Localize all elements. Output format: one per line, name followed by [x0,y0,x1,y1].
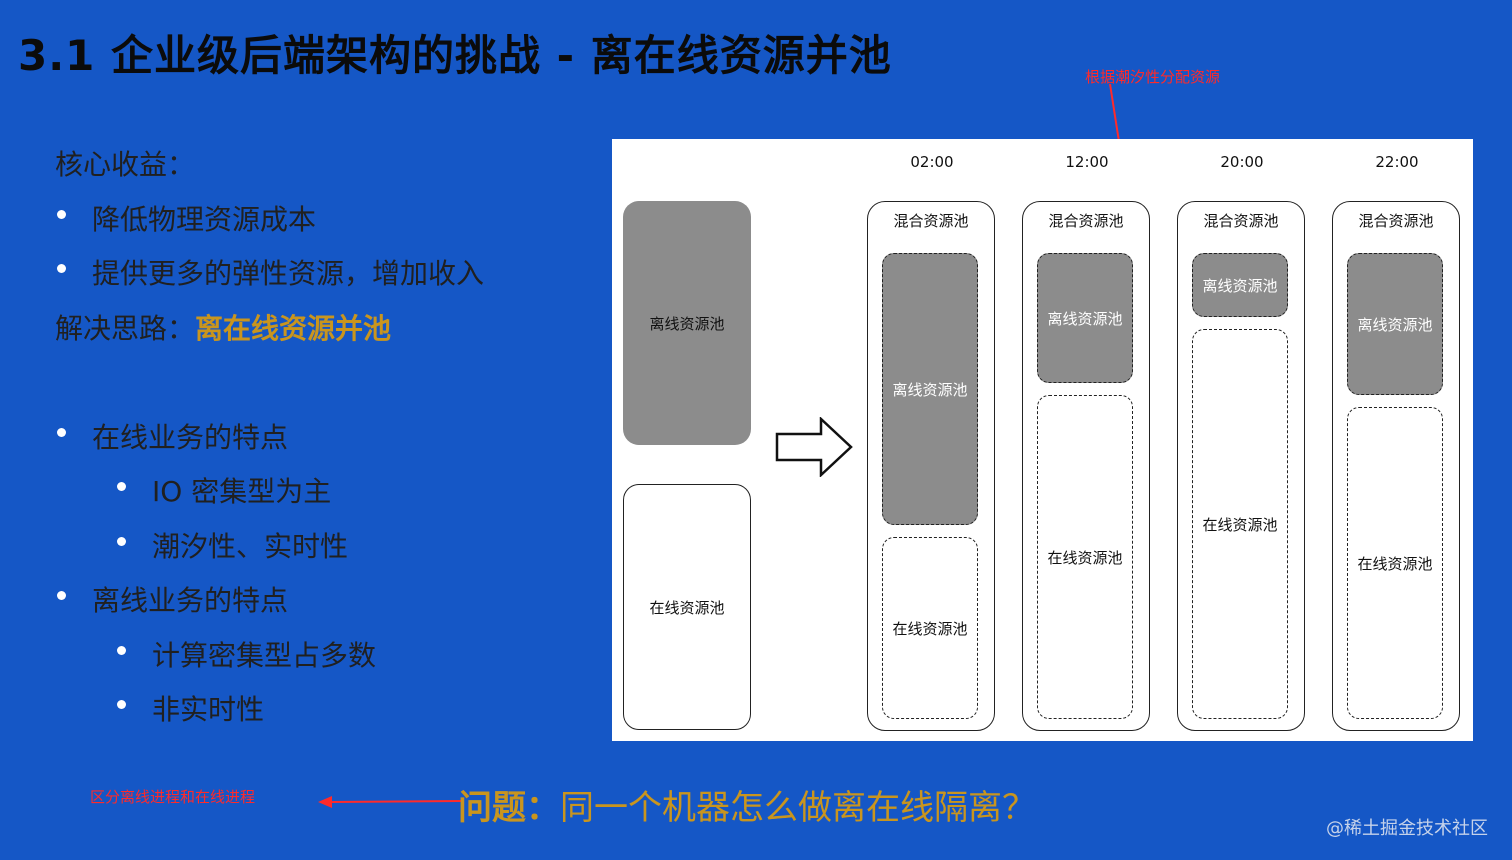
question-text: 同一个机器怎么做离在线隔离？ [560,788,1036,828]
slide-title: 3.1 企业级后端架构的挑战 - 离在线资源并池 [18,31,892,80]
solution-row: 解决思路：离在线资源并池 [55,307,391,347]
source-online-label: 在线资源池 [649,598,725,617]
source-offline-label: 离线资源池 [649,314,725,333]
core-benefit-label: 核心收益： [55,148,196,181]
online-pool-label: 在线资源池 [892,619,968,638]
mixed-pool-column: 混合资源池 离线资源池 在线资源池 [867,201,995,731]
offline-title: 离线业务的特点 [92,584,289,617]
offline-pool: 离线资源池 [1347,253,1443,395]
offline-item: 计算密集型占多数 [152,639,377,672]
solution-value: 离在线资源并池 [195,312,392,345]
offline-pool-label: 离线资源池 [892,380,968,399]
resource-pool-diagram: 离线资源池 在线资源池 02:00 混合资源池 离线资源池 在线资源池 12:0… [612,139,1473,741]
bullet-icon [57,428,66,437]
bullet-icon [117,700,126,709]
question-line: 问题：同一个机器怎么做离在线隔离？ [458,780,1036,829]
solution-label: 解决思路： [55,312,196,345]
bullet-icon [57,591,66,600]
bullet-icon [117,646,126,655]
source-online-pool: 在线资源池 [623,484,751,730]
annotation-tidal: 根据潮汐性分配资源 [1085,68,1221,86]
mixed-pool-column: 混合资源池 离线资源池 在线资源池 [1332,201,1460,731]
time-label: 20:00 [1220,153,1264,171]
online-pool: 在线资源池 [1192,329,1288,719]
mixed-pool-label: 混合资源池 [1203,212,1279,230]
online-pool-label: 在线资源池 [1357,554,1433,573]
annotation-process-split: 区分离线进程和在线进程 [90,788,256,806]
online-pool: 在线资源池 [882,537,978,719]
offline-pool: 离线资源池 [1192,253,1288,317]
offline-pool-label: 离线资源池 [1047,309,1123,328]
bullet-icon [57,210,66,219]
offline-pool-label: 离线资源池 [1357,315,1433,334]
online-pool-label: 在线资源池 [1047,548,1123,567]
online-pool: 在线资源池 [1037,395,1133,719]
online-item: 潮汐性、实时性 [152,530,349,563]
time-label: 02:00 [910,153,954,171]
transform-arrow-icon [775,417,853,477]
offline-pool-label: 离线资源池 [1202,276,1278,295]
benefit-item: 降低物理资源成本 [92,203,317,236]
online-pool: 在线资源池 [1347,407,1443,719]
annotation-left-arrow-icon [318,796,463,808]
offline-item: 非实时性 [152,693,265,726]
mixed-pool-label: 混合资源池 [1358,212,1434,230]
online-item: IO 密集型为主 [152,475,332,508]
source-offline-pool: 离线资源池 [623,201,751,445]
online-pool-label: 在线资源池 [1202,515,1278,534]
mixed-pool-column: 混合资源池 离线资源池 在线资源池 [1022,201,1150,731]
question-label: 问题： [458,788,560,828]
watermark: @稀土掘金技术社区 [1326,818,1488,839]
time-label: 12:00 [1065,153,1109,171]
bullet-icon [57,264,66,273]
benefit-item: 提供更多的弹性资源，增加收入 [92,257,485,290]
bullet-icon [117,537,126,546]
mixed-pool-label: 混合资源池 [893,212,969,230]
mixed-pool-column: 混合资源池 离线资源池 在线资源池 [1177,201,1305,731]
online-title: 在线业务的特点 [92,421,289,454]
time-label: 22:00 [1375,153,1419,171]
bullet-icon [117,482,126,491]
mixed-pool-label: 混合资源池 [1048,212,1124,230]
offline-pool: 离线资源池 [882,253,978,525]
offline-pool: 离线资源池 [1037,253,1133,383]
